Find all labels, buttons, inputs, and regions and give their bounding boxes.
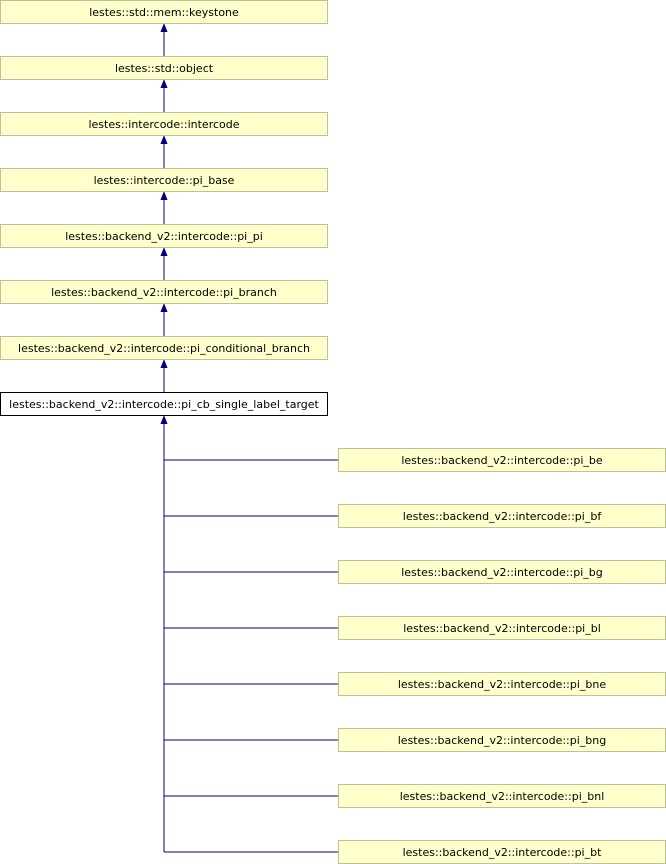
node-pi-branch-label: lestes::backend_v2::intercode::pi_branch	[51, 286, 277, 299]
node-pi-branch[interactable]: lestes::backend_v2::intercode::pi_branch	[0, 280, 328, 304]
node-pi-conditional-branch[interactable]: lestes::backend_v2::intercode::pi_condit…	[0, 336, 328, 360]
node-pi-bng[interactable]: lestes::backend_v2::intercode::pi_bng	[338, 728, 666, 752]
edge-intercode-to-object	[160, 79, 168, 112]
node-keystone[interactable]: lestes::std::mem::keystone	[0, 0, 328, 24]
node-pi-bg[interactable]: lestes::backend_v2::intercode::pi_bg	[338, 560, 666, 584]
edge-pi-pi-to-pi-base	[160, 191, 168, 224]
node-pi-bnl[interactable]: lestes::backend_v2::intercode::pi_bnl	[338, 784, 666, 808]
node-pi-be-label: lestes::backend_v2::intercode::pi_be	[401, 454, 603, 467]
edge-object-to-keystone	[160, 23, 168, 56]
node-pi-cb-single-label-target-label: lestes::backend_v2::intercode::pi_cb_sin…	[9, 398, 319, 411]
node-pi-bf[interactable]: lestes::backend_v2::intercode::pi_bf	[338, 504, 666, 528]
node-pi-pi-label: lestes::backend_v2::intercode::pi_pi	[65, 230, 263, 243]
node-pi-bne[interactable]: lestes::backend_v2::intercode::pi_bne	[338, 672, 666, 696]
edge-pi-cb-single-label-target-to-pi-conditional-branch	[160, 359, 168, 392]
node-pi-base[interactable]: lestes::intercode::pi_base	[0, 168, 328, 192]
node-pi-bng-label: lestes::backend_v2::intercode::pi_bng	[398, 734, 606, 747]
edge-subclass-trunk	[160, 415, 338, 853]
node-pi-cb-single-label-target: lestes::backend_v2::intercode::pi_cb_sin…	[0, 392, 328, 416]
node-pi-bt-label: lestes::backend_v2::intercode::pi_bt	[403, 846, 603, 859]
node-pi-bne-label: lestes::backend_v2::intercode::pi_bne	[398, 678, 606, 691]
edge-pi-branch-to-pi-pi	[160, 247, 168, 280]
node-pi-bt[interactable]: lestes::backend_v2::intercode::pi_bt	[338, 840, 666, 864]
node-pi-bnl-label: lestes::backend_v2::intercode::pi_bnl	[400, 790, 605, 803]
node-pi-bg-label: lestes::backend_v2::intercode::pi_bg	[401, 566, 603, 579]
node-pi-bl-label: lestes::backend_v2::intercode::pi_bl	[403, 622, 601, 635]
edge-pi-conditional-branch-to-pi-branch	[160, 303, 168, 336]
node-pi-be[interactable]: lestes::backend_v2::intercode::pi_be	[338, 448, 666, 472]
node-pi-base-label: lestes::intercode::pi_base	[94, 174, 235, 187]
node-intercode[interactable]: lestes::intercode::intercode	[0, 112, 328, 136]
edge-pi-base-to-intercode	[160, 135, 168, 168]
node-pi-bl[interactable]: lestes::backend_v2::intercode::pi_bl	[338, 616, 666, 640]
node-intercode-label: lestes::intercode::intercode	[88, 118, 239, 131]
node-object-label: lestes::std::object	[115, 62, 214, 75]
node-object[interactable]: lestes::std::object	[0, 56, 328, 80]
node-pi-conditional-branch-label: lestes::backend_v2::intercode::pi_condit…	[18, 342, 310, 355]
node-pi-bf-label: lestes::backend_v2::intercode::pi_bf	[403, 510, 603, 523]
node-keystone-label: lestes::std::mem::keystone	[89, 6, 239, 19]
node-pi-pi[interactable]: lestes::backend_v2::intercode::pi_pi	[0, 224, 328, 248]
